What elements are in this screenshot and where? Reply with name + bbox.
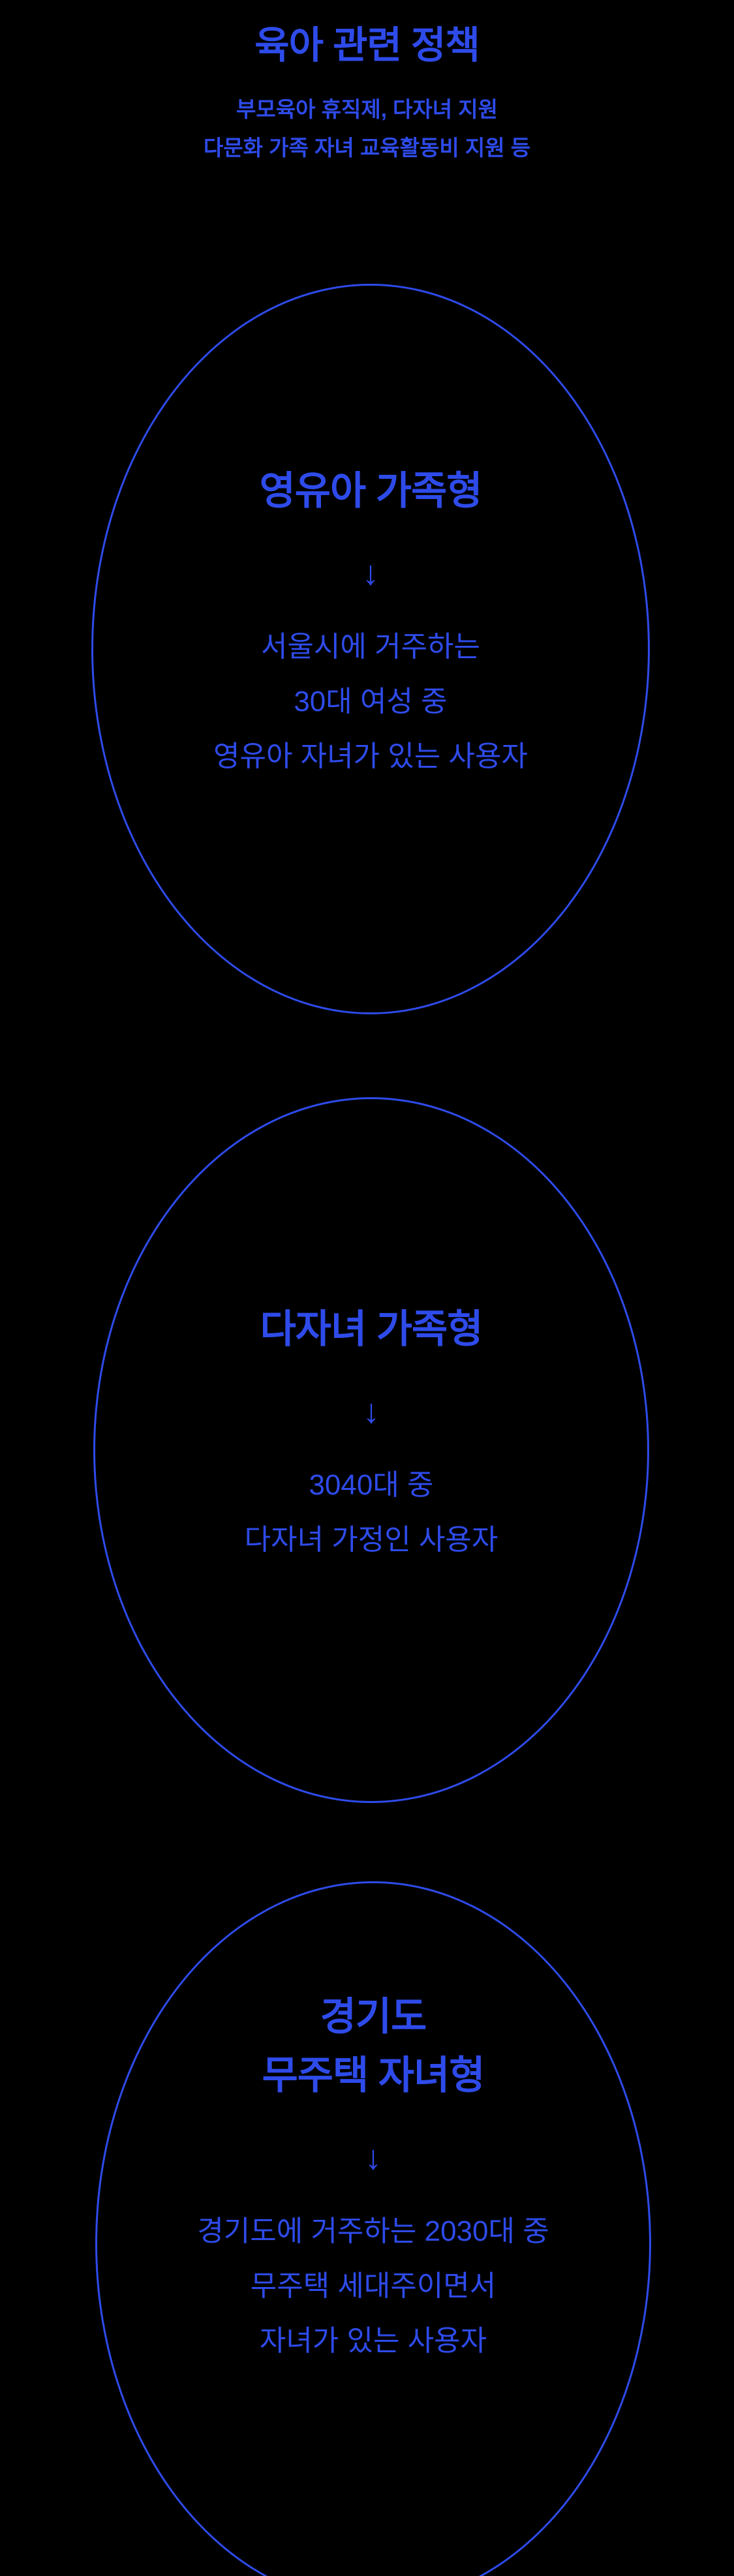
persona-description-line: 경기도에 거주하는 2030대 중 [197, 2215, 549, 2247]
persona-description: 서울시에 거주하는 30대 여성 중 영유아 자녀가 있는 사용자 [213, 620, 528, 784]
persona-title: 영유아 가족형 [259, 469, 483, 513]
persona-circle-gyeonggi-homeless-child: 경기도 무주택 자녀형 ↓ 경기도에 거주하는 2030대 중 무주택 세대주이… [95, 1881, 651, 2576]
persona-content: 경기도 무주택 자녀형 ↓ 경기도에 거주하는 2030대 중 무주택 세대주이… [97, 1818, 649, 2538]
persona-circle-multichild-family: 다자녀 가족형 ↓ 3040대 중 다자녀 가정인 사용자 [93, 1097, 649, 1803]
persona-content: 다자녀 가족형 ↓ 3040대 중 다자녀 가정인 사용자 [95, 1083, 647, 1785]
persona-description: 3040대 중 다자녀 가정인 사용자 [245, 1458, 498, 1568]
persona-description-line: 다자녀 가정인 사용자 [244, 1524, 498, 1556]
persona-content: 영유아 가족형 ↓ 서울시에 거주하는 30대 여성 중 영유아 자녀가 있는 … [93, 260, 648, 986]
persona-circle-infant-family: 영유아 가족형 ↓ 서울시에 거주하는 30대 여성 중 영유아 자녀가 있는 … [91, 284, 650, 1014]
persona-description-line: 무주택 세대주이면서 [250, 2270, 497, 2302]
persona-title: 다자녀 가족형 [260, 1307, 483, 1351]
page-title: 육아 관련 정책 [254, 24, 480, 67]
persona-description: 경기도에 거주하는 2030대 중 무주택 세대주이면서 자녀가 있는 사용자 [197, 2204, 549, 2369]
persona-description-line: 영유아 자녀가 있는 사용자 [213, 740, 528, 772]
page-subtitle-line: 부모육아 휴직제, 다자녀 지원 [236, 97, 498, 121]
arrow-down-icon: ↓ [363, 1393, 380, 1431]
arrow-down-icon: ↓ [362, 554, 379, 592]
page-subtitle-line: 다문화 가족 자녀 교육활동비 지원 등 [203, 136, 531, 160]
persona-description-line: 서울시에 거주하는 [260, 631, 481, 663]
persona-description-line: 3040대 중 [309, 1469, 434, 1501]
persona-title-line: 경기도 [320, 1995, 427, 2038]
arrow-down-icon: ↓ [365, 2139, 382, 2177]
persona-description-line: 30대 여성 중 [294, 686, 448, 718]
persona-title-line: 무주택 자녀형 [262, 2053, 485, 2097]
page-subtitle: 부모육아 휴직제, 다자녀 지원 다문화 가족 자녀 교육활동비 지원 등 [0, 90, 734, 167]
persona-description-line: 자녀가 있는 사용자 [259, 2325, 487, 2357]
persona-title: 경기도 무주택 자녀형 [262, 1988, 485, 2105]
